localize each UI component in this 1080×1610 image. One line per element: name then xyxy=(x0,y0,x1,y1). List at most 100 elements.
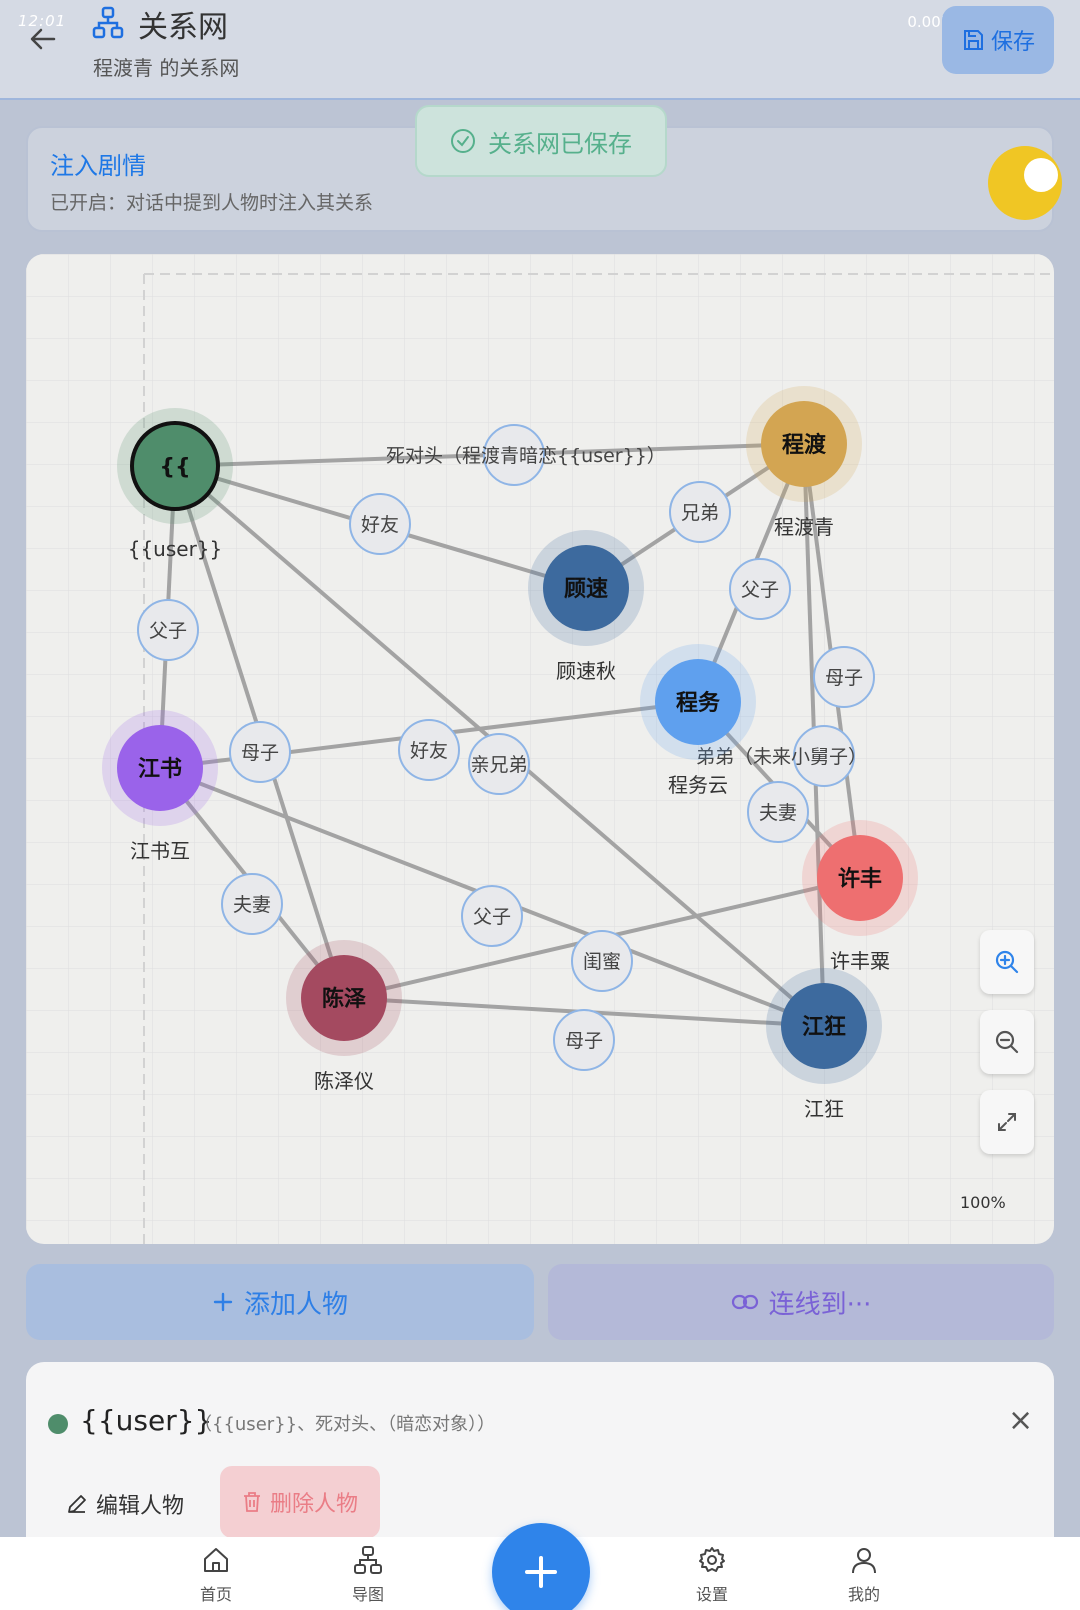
nav-settings-label: 设置 xyxy=(695,1585,728,1604)
nav-graph[interactable]: 导图 xyxy=(328,1545,408,1605)
node-circle[interactable] xyxy=(817,835,903,921)
node-name-label: 陈泽仪 xyxy=(314,1069,374,1093)
edge-label[interactable]: 弟弟（未来小舅子） xyxy=(696,725,867,787)
node-circle[interactable] xyxy=(781,983,867,1069)
graph-canvas[interactable]: 死对头（程渡青暗恋{{user}}）好友父子母子亲兄弟兄弟父子母子弟弟（未来小舅… xyxy=(26,254,1054,1244)
edge-label-bubble xyxy=(729,558,791,620)
zoom-out-icon xyxy=(995,1030,1019,1054)
relationship-graph[interactable]: 死对头（程渡青暗恋{{user}}）好友父子母子亲兄弟兄弟父子母子弟弟（未来小舅… xyxy=(26,254,1054,1244)
edge-label-text: 母子 xyxy=(565,1030,603,1052)
save-icon xyxy=(963,30,983,50)
node-circle[interactable] xyxy=(130,421,220,511)
close-detail-button[interactable]: × xyxy=(1008,1406,1033,1436)
node-short-label: 江狂 xyxy=(802,1015,846,1040)
home-icon xyxy=(204,1548,228,1572)
edge-label-bubble xyxy=(229,721,291,783)
node-circle[interactable] xyxy=(761,401,847,487)
expand-icon xyxy=(998,1113,1016,1131)
edge-label-text: 闺蜜 xyxy=(583,951,621,973)
gear-icon xyxy=(699,1547,725,1572)
status-time: 12:01 xyxy=(18,12,67,30)
edge-label-bubble xyxy=(349,493,411,555)
back-button[interactable] xyxy=(28,24,58,54)
edge-label[interactable]: 父子 xyxy=(729,558,791,620)
delete-person-label: 删除人物 xyxy=(269,1492,358,1517)
delete-person-button[interactable]: 删除人物 xyxy=(220,1466,380,1538)
node-circle[interactable] xyxy=(543,545,629,631)
nav-settings[interactable]: 设置 xyxy=(672,1545,752,1605)
trash-icon xyxy=(243,1492,260,1512)
plus-icon xyxy=(213,1292,233,1312)
node-name-label: {{user}} xyxy=(128,537,223,561)
edge-label-text: 兄弟 xyxy=(681,502,719,524)
pencil-icon xyxy=(68,1495,86,1513)
add-person-button[interactable]: 添加人物 xyxy=(26,1264,534,1340)
edge-label[interactable]: 夫妻 xyxy=(747,781,809,843)
edge-label[interactable]: 父子 xyxy=(461,885,523,947)
edge-label[interactable]: 父子 xyxy=(137,599,199,661)
edge-label-bubble xyxy=(793,725,855,787)
node-user[interactable]: {{{{user}} xyxy=(117,408,233,561)
edge-label-text: 好友 xyxy=(410,740,448,762)
edge-label[interactable]: 兄弟 xyxy=(669,481,731,543)
edge-label-bubble xyxy=(813,646,875,708)
edge-label[interactable]: 好友 xyxy=(398,719,460,781)
edge-label-text: 母子 xyxy=(825,667,863,689)
edge-labels-layer: 死对头（程渡青暗恋{{user}}）好友父子母子亲兄弟兄弟父子母子弟弟（未来小舅… xyxy=(137,424,875,1071)
edge-label-bubble xyxy=(468,733,530,795)
zoom-out-button[interactable] xyxy=(980,1010,1034,1074)
node-circle[interactable] xyxy=(655,659,741,745)
edge-label[interactable]: 母子 xyxy=(813,646,875,708)
user-icon xyxy=(852,1548,876,1574)
inject-description: 已开启：对话中提到人物时注入其关系 xyxy=(50,192,374,214)
nav-graph-label: 导图 xyxy=(351,1585,384,1604)
edge-label-bubble xyxy=(571,930,633,992)
edit-person-label: 编辑人物 xyxy=(96,1494,185,1519)
nav-me[interactable]: 我的 xyxy=(824,1545,904,1605)
close-icon: × xyxy=(1008,1403,1034,1438)
edge-label[interactable]: 闺蜜 xyxy=(571,930,633,992)
nav-me-label: 我的 xyxy=(847,1585,880,1604)
edge-label-text: 好友 xyxy=(361,514,399,536)
edge-label[interactable]: 母子 xyxy=(553,1009,615,1071)
node-circle[interactable] xyxy=(117,725,203,811)
node-circle[interactable] xyxy=(301,955,387,1041)
edge-label-bubble xyxy=(747,781,809,843)
edge-label-bubble xyxy=(669,481,731,543)
node-name-label: 江狂 xyxy=(804,1097,844,1121)
edge-label[interactable]: 夫妻 xyxy=(221,873,283,935)
edge-label-text: 父子 xyxy=(473,906,511,928)
fit-view-button[interactable] xyxy=(980,1090,1034,1154)
arrow-left-icon xyxy=(30,28,56,50)
edge-label[interactable]: 亲兄弟 xyxy=(468,733,530,795)
toggle-knob xyxy=(1024,158,1058,192)
edge-label-text: 父子 xyxy=(741,579,779,601)
edge-label[interactable]: 死对头（程渡青暗恋{{user}}） xyxy=(386,424,666,486)
add-fab-button[interactable] xyxy=(492,1523,590,1610)
person-color-dot xyxy=(48,1414,68,1434)
save-button[interactable]: 保存 xyxy=(942,6,1054,74)
plus-icon xyxy=(525,1556,557,1588)
node-name-label: 江书互 xyxy=(130,839,190,863)
inject-toggle[interactable] xyxy=(988,146,1062,220)
nav-home[interactable]: 首页 xyxy=(176,1545,256,1605)
nav-home-label: 首页 xyxy=(199,1585,232,1604)
page-title: 关系网 xyxy=(138,10,228,45)
edge-label[interactable]: 母子 xyxy=(229,721,291,783)
edge-label-text: 死对头（程渡青暗恋{{user}}） xyxy=(386,445,666,467)
edit-person-button[interactable]: 编辑人物 xyxy=(66,1488,184,1520)
edge-label[interactable]: 好友 xyxy=(349,493,411,555)
node-name-label: 程渡青 xyxy=(774,515,834,539)
link-to-button[interactable]: 连线到··· xyxy=(548,1264,1054,1340)
saved-toast: 关系网已保存 xyxy=(415,105,667,177)
zoom-in-button[interactable] xyxy=(980,930,1034,994)
node-name-label: 程务云 xyxy=(668,773,728,797)
